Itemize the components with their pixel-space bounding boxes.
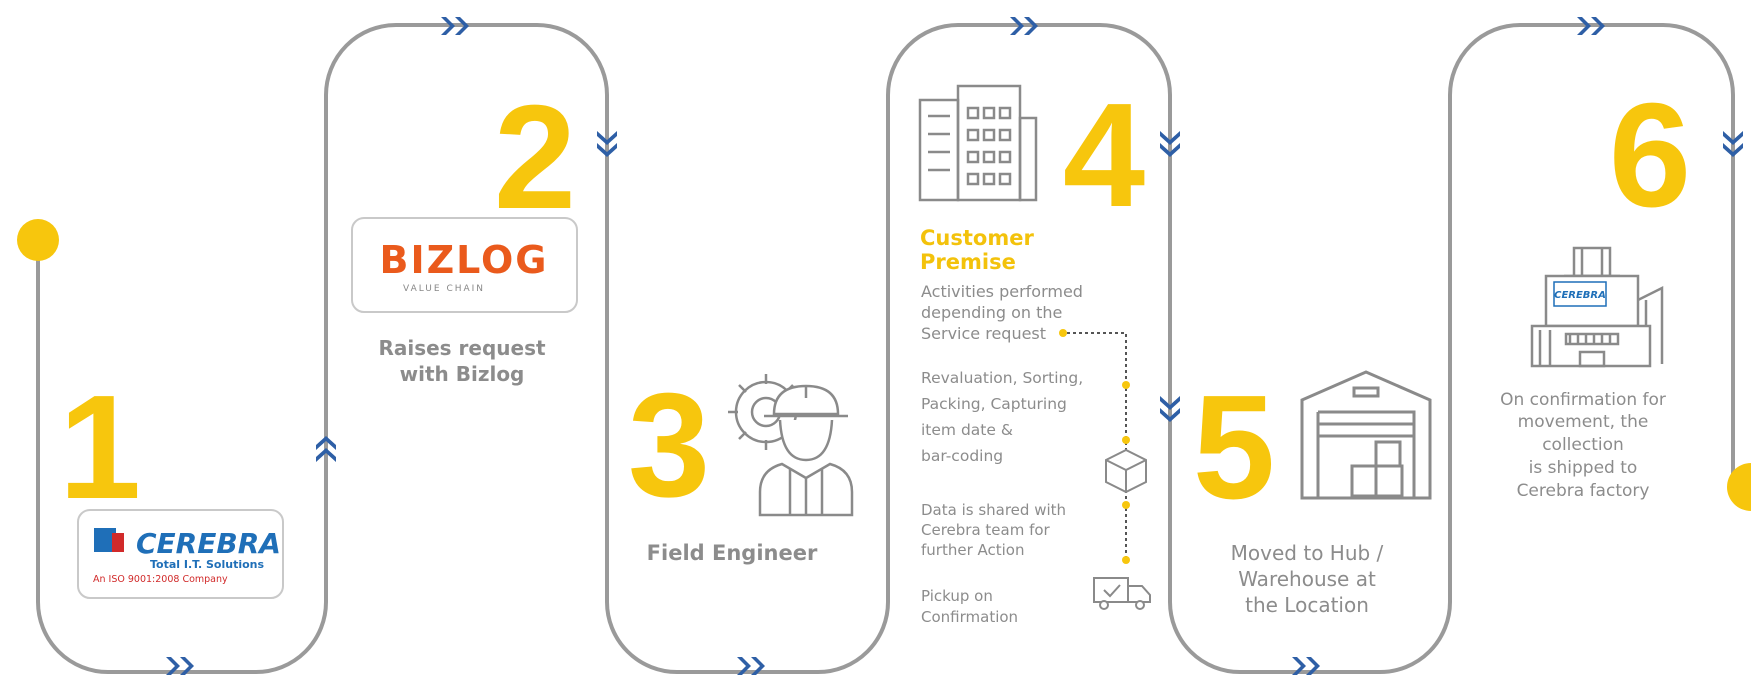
bizlog-logo: BIZLOG VALUE CHAIN xyxy=(351,217,578,313)
package-icon xyxy=(1105,448,1147,494)
step-5-number: 5 xyxy=(1193,365,1275,530)
cerebra-logo-tagline: Total I.T. Solutions xyxy=(150,558,264,571)
step-4-data-shared-line-2: Cerebra team for xyxy=(921,521,1051,539)
flow-path xyxy=(36,23,1735,674)
step-6-caption-line-4: is shipped to xyxy=(1529,458,1638,478)
building-icon xyxy=(918,84,1038,202)
step-2-number: 2 xyxy=(494,75,576,240)
step-5-caption-line-3: the Location xyxy=(1245,593,1369,617)
field-engineer-icon xyxy=(728,374,854,517)
step-6-number: 6 xyxy=(1609,73,1691,238)
step-4-activities-line-4: bar-coding xyxy=(921,447,1003,465)
step-3-number: 3 xyxy=(628,363,710,528)
start-dot xyxy=(17,219,59,261)
step-6-caption-line-3: collection xyxy=(1542,435,1624,455)
step-4-desc-line-3: Service request xyxy=(921,324,1046,343)
cerebra-logo: CEREBRA Total I.T. Solutions An ISO 9001… xyxy=(77,509,284,599)
step-4-pickup-line-1: Pickup on xyxy=(921,587,993,605)
step-6-caption-line-1: On confirmation for xyxy=(1500,390,1666,410)
step-2-caption-line-2: with Bizlog xyxy=(400,362,525,386)
delivery-truck-icon xyxy=(1093,577,1151,610)
step-4-activities-line-1: Revaluation, Sorting, xyxy=(921,369,1083,387)
step-5-caption-line-1: Moved to Hub / xyxy=(1231,541,1384,565)
cerebra-logo-cert: An ISO 9001:2008 Company xyxy=(93,574,228,585)
step-4-data-shared-line-1: Data is shared with xyxy=(921,501,1066,519)
step-2-caption-line-1: Raises request xyxy=(378,336,546,360)
step-4-connector xyxy=(1059,329,1130,564)
step-4-title-line-2: Premise xyxy=(920,250,1016,274)
cerebra-logo-name: CEREBRA xyxy=(136,527,281,560)
factory-sign-text: CEREBRA xyxy=(1554,290,1606,301)
step-4-activities-line-2: Packing, Capturing xyxy=(921,395,1067,413)
step-6-caption-line-5: Cerebra factory xyxy=(1517,481,1650,501)
factory-icon: CEREBRA xyxy=(1530,246,1664,368)
step-4-desc-line-2: depending on the xyxy=(921,303,1062,322)
step-6-caption-line-2: movement, the xyxy=(1518,412,1649,432)
end-dot xyxy=(1727,463,1751,511)
step-4-title-line-1: Customer xyxy=(920,226,1034,250)
step-4-activities-line-3: item date & xyxy=(921,421,1013,439)
warehouse-icon xyxy=(1300,370,1432,500)
bizlog-logo-name: BIZLOG xyxy=(379,238,548,282)
step-4-data-shared-line-3: further Action xyxy=(921,541,1024,559)
step-1-number: 1 xyxy=(59,365,141,530)
step-3-caption: Field Engineer xyxy=(647,541,818,565)
step-4-pickup-line-2: Confirmation xyxy=(921,608,1018,626)
bizlog-logo-tagline: VALUE CHAIN xyxy=(403,284,485,294)
step-4-number: 4 xyxy=(1063,73,1145,238)
step-4-desc-line-1: Activities performed xyxy=(921,282,1083,301)
step-5-caption-line-2: Warehouse at xyxy=(1238,567,1376,591)
